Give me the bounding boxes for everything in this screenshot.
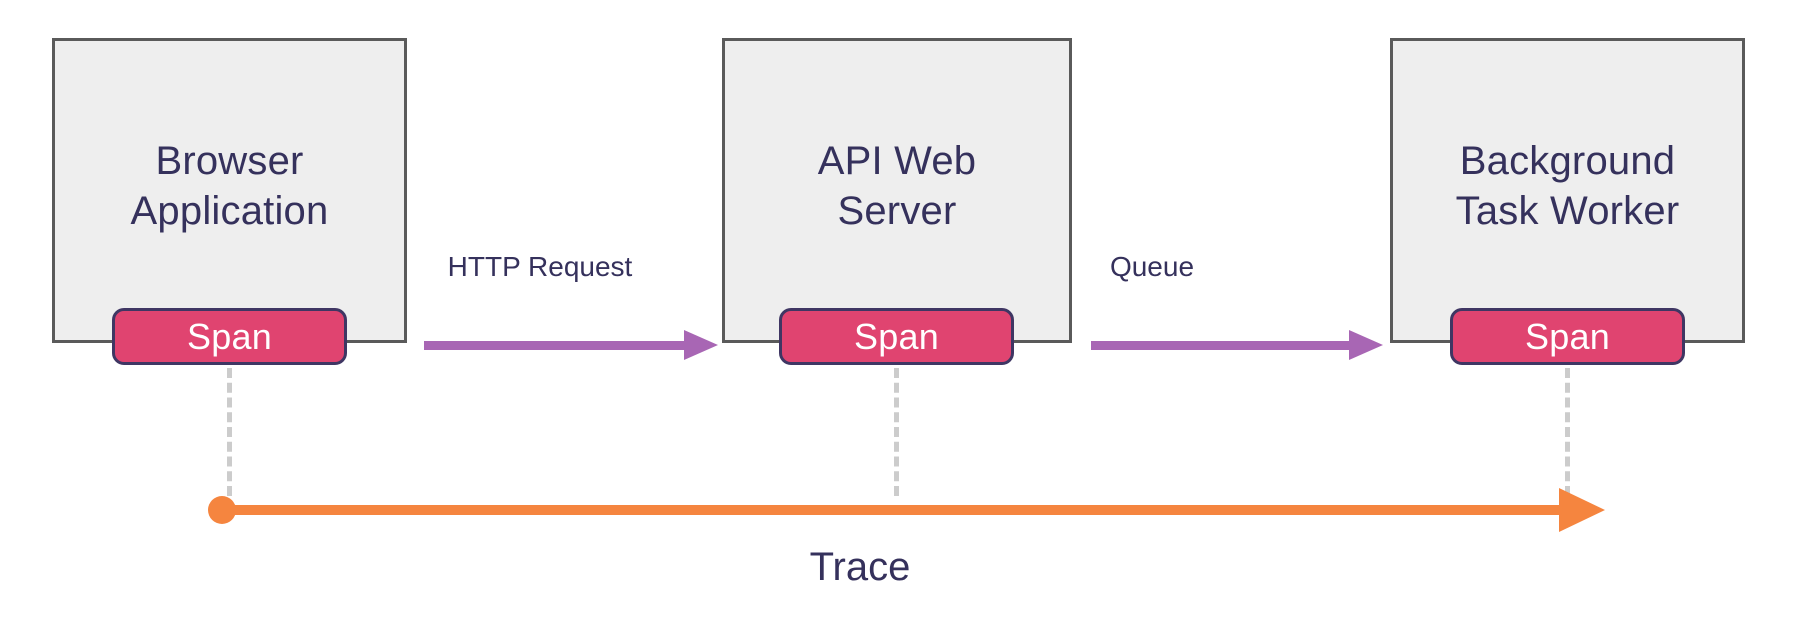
arrow-right-icon <box>1349 330 1383 360</box>
trace-label: Trace <box>809 545 911 589</box>
span-connector-api-web-server <box>894 368 899 496</box>
span-connector-browser-application <box>227 368 232 496</box>
span-badge-background-task-worker[interactable]: Span <box>1450 308 1685 365</box>
trace-line <box>216 505 1561 515</box>
service-label-background-task-worker: Background Task Worker <box>1455 139 1680 233</box>
flow-label-http-request: HTTP Request <box>447 251 633 282</box>
flow-arrow-shaft <box>424 341 684 350</box>
service-label-api-web-server: API Web Server <box>817 139 977 233</box>
service-box-browser-application: Browser Application <box>52 38 407 343</box>
span-connector-background-task-worker <box>1565 368 1570 496</box>
trace-arrow-right-icon <box>1559 488 1605 532</box>
flow-label-queue: Queue <box>1109 251 1195 282</box>
service-box-api-web-server: API Web Server <box>722 38 1072 343</box>
flow-arrow-queue <box>1091 330 1383 360</box>
span-badge-api-web-server[interactable]: Span <box>779 308 1014 365</box>
service-box-background-task-worker: Background Task Worker <box>1390 38 1745 343</box>
arrow-right-icon <box>684 330 718 360</box>
span-badge-browser-application[interactable]: Span <box>112 308 347 365</box>
flow-arrow-http-request <box>424 330 718 360</box>
service-label-browser-application: Browser Application <box>130 139 329 233</box>
flow-arrow-shaft <box>1091 341 1349 350</box>
